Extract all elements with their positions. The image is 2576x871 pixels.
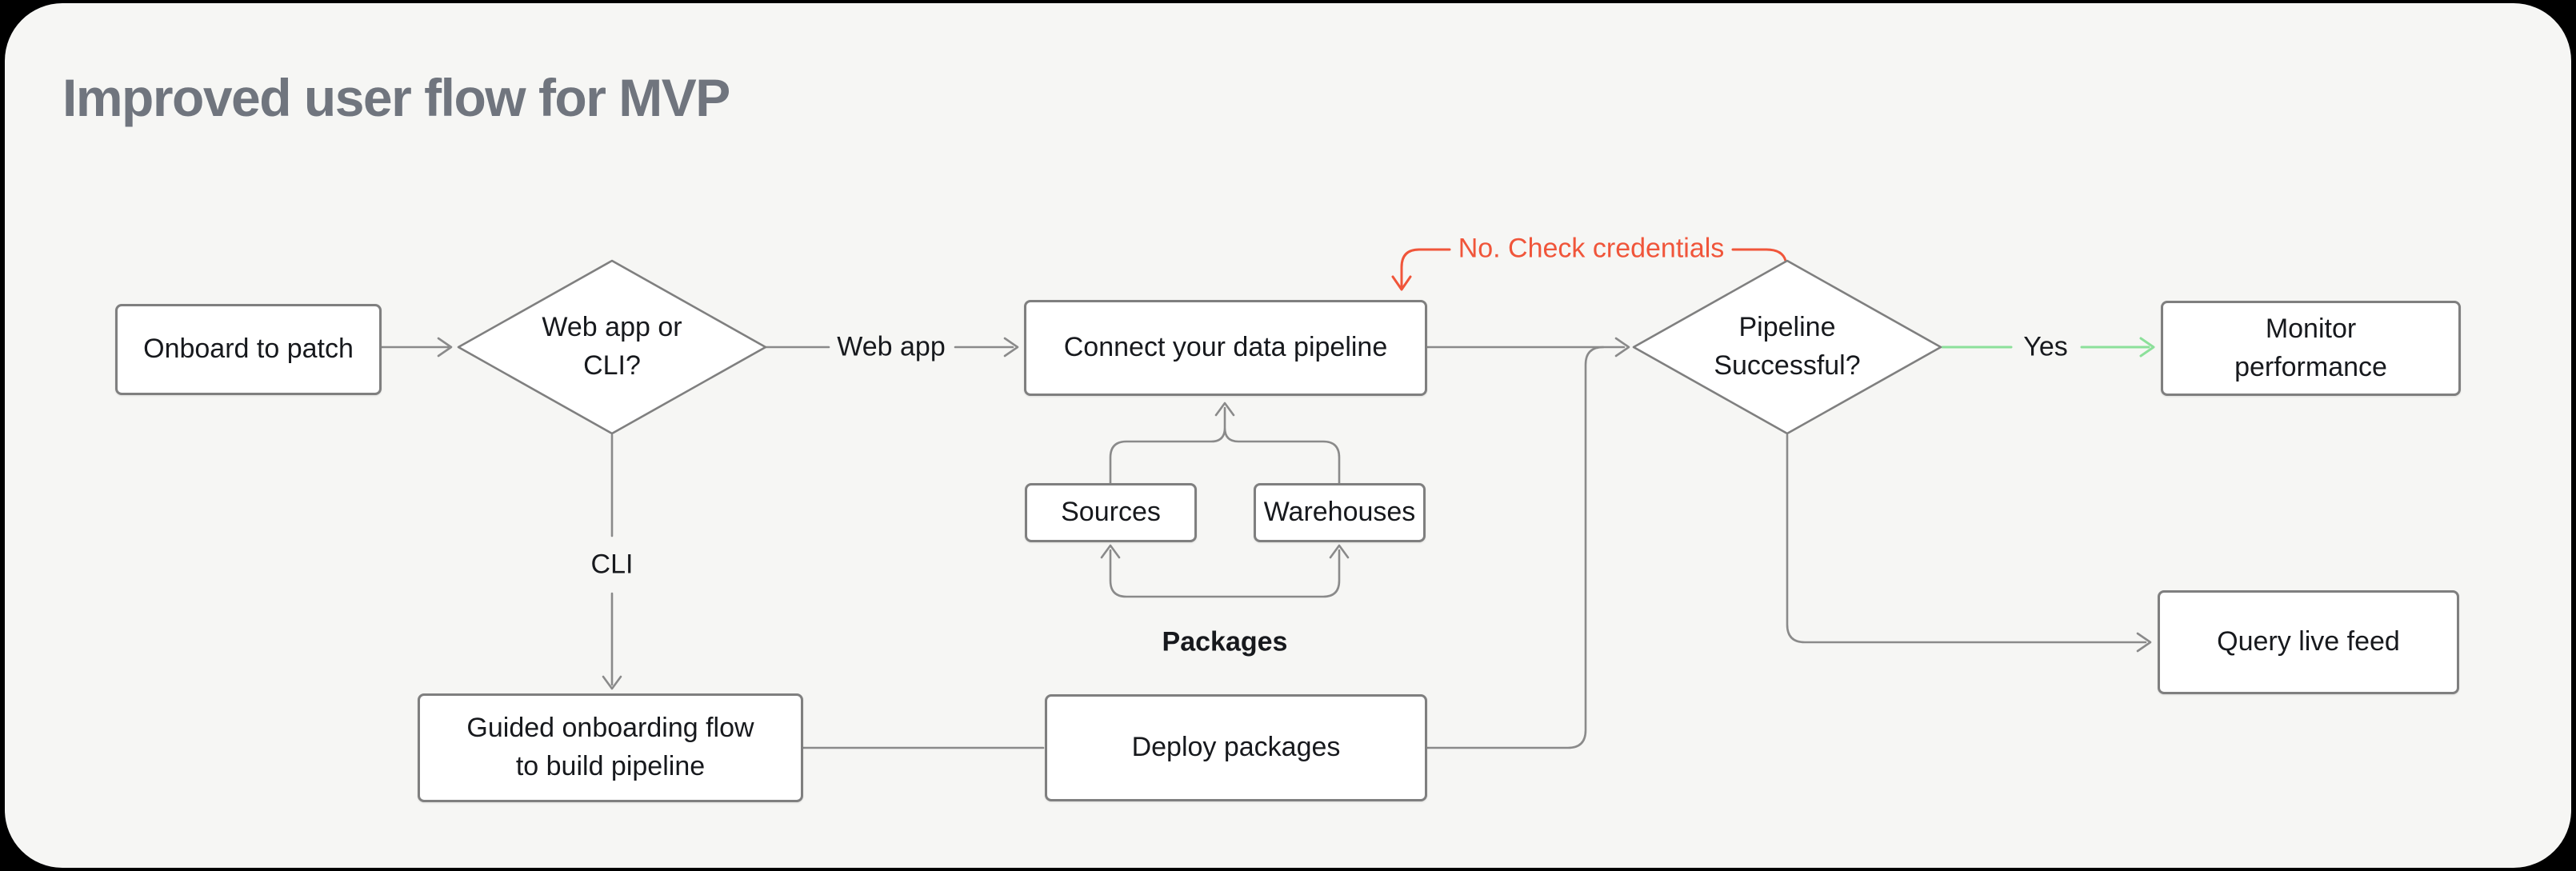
node-connect-data-pipeline[interactable]: Connect your data pipeline	[1024, 300, 1427, 396]
diagram-title: Improved user flow for MVP	[62, 68, 730, 127]
edge-decision-to-guided	[603, 435, 621, 689]
edge-label-cli: CLI	[590, 549, 634, 580]
node-sources[interactable]: Sources	[1025, 483, 1197, 542]
node-label: Sources	[1061, 497, 1161, 528]
node-label: Monitor performance	[2234, 313, 2387, 382]
edge-packages-to-connect	[1110, 403, 1339, 483]
edge-decision-to-connect	[766, 338, 1018, 356]
edge-packages-loop	[1102, 545, 1348, 597]
node-deploy-packages[interactable]: Deploy packages	[1045, 694, 1427, 801]
decision-pipeline-successful[interactable]	[1634, 261, 1941, 434]
node-label: Connect your data pipeline	[1063, 332, 1388, 363]
caption-packages: Packages	[1162, 626, 1288, 657]
node-label: Warehouses	[1263, 497, 1416, 528]
decision-webapp-or-cli[interactable]	[458, 261, 766, 434]
node-label: Deploy packages	[1131, 732, 1341, 763]
edge-connect-to-pipeline	[1427, 338, 1629, 356]
node-guided-onboarding[interactable]: Guided onboarding flow to build pipeline	[418, 693, 803, 802]
edge-label-web-app: Web app	[837, 331, 946, 362]
edge-deploy-to-junction	[1427, 347, 1603, 748]
edge-label-yes: Yes	[2023, 331, 2068, 362]
node-label: Query live feed	[2217, 626, 2400, 657]
edge-no-check-credentials	[1393, 250, 1786, 290]
annotation-no-check-credentials: No. Check credentials	[1458, 233, 1725, 264]
node-query-live-feed[interactable]: Query live feed	[2158, 590, 2459, 694]
edge-pipeline-yes-monitor	[1942, 338, 2154, 356]
node-onboard-to-patch[interactable]: Onboard to patch	[115, 304, 382, 395]
node-warehouses[interactable]: Warehouses	[1254, 483, 1426, 542]
node-label: Guided onboarding flow to build pipeline	[466, 713, 754, 781]
edge-onboard-to-decision	[382, 338, 451, 356]
node-label: Onboard to patch	[143, 334, 354, 365]
edge-pipeline-to-query	[1787, 435, 2150, 651]
node-monitor-performance[interactable]: Monitor performance	[2161, 301, 2461, 396]
